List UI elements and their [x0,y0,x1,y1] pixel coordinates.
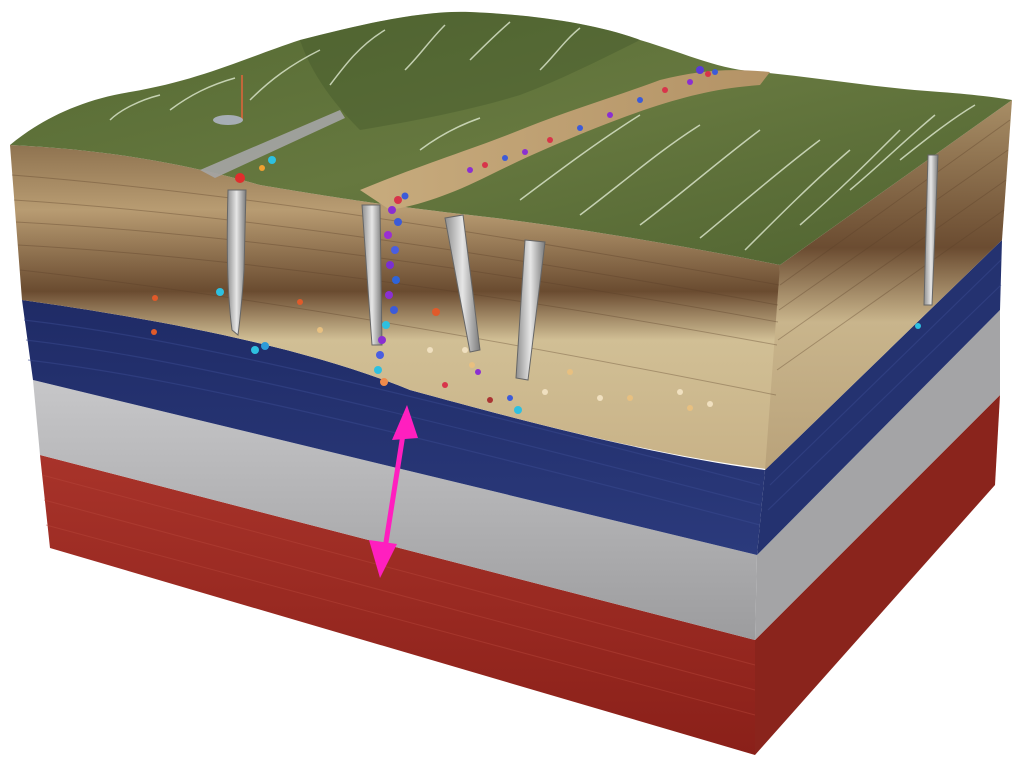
survey-marker [213,115,243,125]
sandy-soil-side [765,100,1012,470]
gray-clay-side [755,310,1000,640]
small-gully [200,110,345,178]
red-texture [41,474,756,716]
hill-shading [300,11,640,130]
well-1 [226,189,247,336]
gray-clay-front [33,380,757,640]
blue-layer-front [22,300,765,555]
well-5 [923,154,939,306]
red-bedrock-side [755,395,1000,755]
red-bedrock-front [40,455,755,755]
road-strip [360,70,770,210]
wells [226,154,939,381]
double-headed-arrow [369,405,418,578]
well-2 [361,204,383,346]
well-3 [444,214,481,353]
strata-lines [11,119,1011,396]
contaminant-particles [151,66,921,414]
contour-lines [109,21,976,251]
blue-texture [23,259,1002,526]
well-4 [515,239,546,381]
